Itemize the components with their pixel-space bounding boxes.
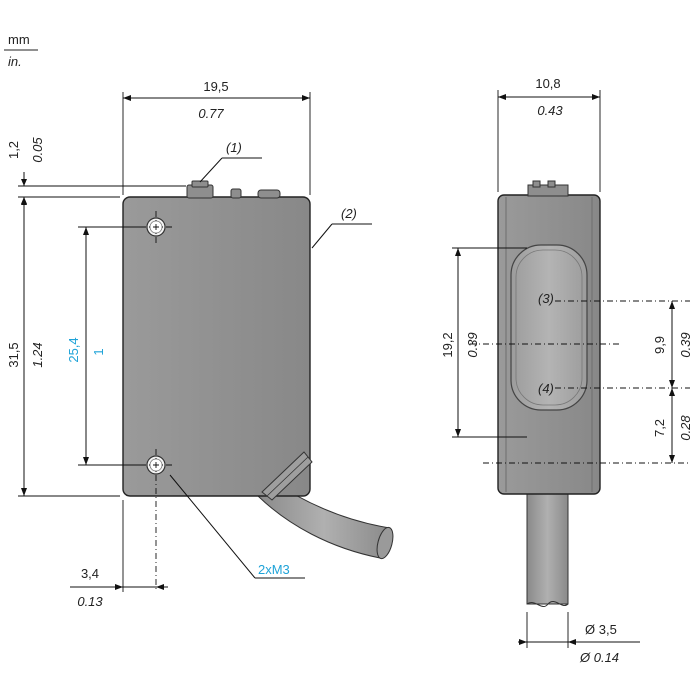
side-cable	[526, 491, 569, 605]
side-width-mm: 10,8	[535, 76, 560, 91]
upper-dim-in: 0.39	[678, 332, 693, 357]
side-view: 10,8 0.43 19,2 0.39 (3) (4) 9,9 0.39 7,2…	[440, 76, 693, 665]
ref-4-label: (4)	[538, 381, 554, 396]
front-body	[122, 196, 311, 497]
ref-3-label: (3)	[538, 291, 554, 306]
lower-dim-in: 0.28	[678, 415, 693, 441]
unit-in: in.	[8, 54, 22, 69]
ref-1-label: (1)	[226, 140, 242, 155]
side-width-in: 0.43	[537, 103, 563, 118]
front-view: 19,5 0.77 31,5 1.24 1,2 0.05 25,4 1 3,4 …	[6, 79, 394, 609]
cable-diameter-in: Ø 0.14	[579, 650, 619, 665]
dim-hole-spacing-mm: 25,4	[66, 337, 81, 362]
hole-callout: 2xM3	[258, 562, 290, 577]
dim-hole-offset-in: 0.13	[77, 594, 103, 609]
ref-2-label: (2)	[341, 206, 357, 221]
cable-diameter-mm: Ø 3,5	[585, 622, 617, 637]
dim-height-in: 1.24	[30, 342, 45, 367]
lower-dim-mm: 7,2	[652, 419, 667, 437]
upper-dim-mm: 9,9	[652, 336, 667, 354]
dim-top-offset-in: 0.05	[30, 137, 45, 163]
dim-hole-offset-mm: 3,4	[81, 566, 99, 581]
dim-width-mm: 19,5	[203, 79, 228, 94]
dim-width-in: 0.77	[198, 106, 224, 121]
window-height-mm: 19,2	[440, 332, 455, 357]
unit-mm: mm	[8, 32, 30, 47]
window-height-in: 0.39	[465, 332, 480, 357]
dim-hole-spacing-in: 1	[91, 348, 106, 355]
optical-window	[510, 244, 588, 411]
dim-height-mm: 31,5	[6, 342, 21, 367]
dim-top-offset-mm: 1,2	[6, 141, 21, 159]
units-legend: mm in.	[4, 32, 38, 69]
